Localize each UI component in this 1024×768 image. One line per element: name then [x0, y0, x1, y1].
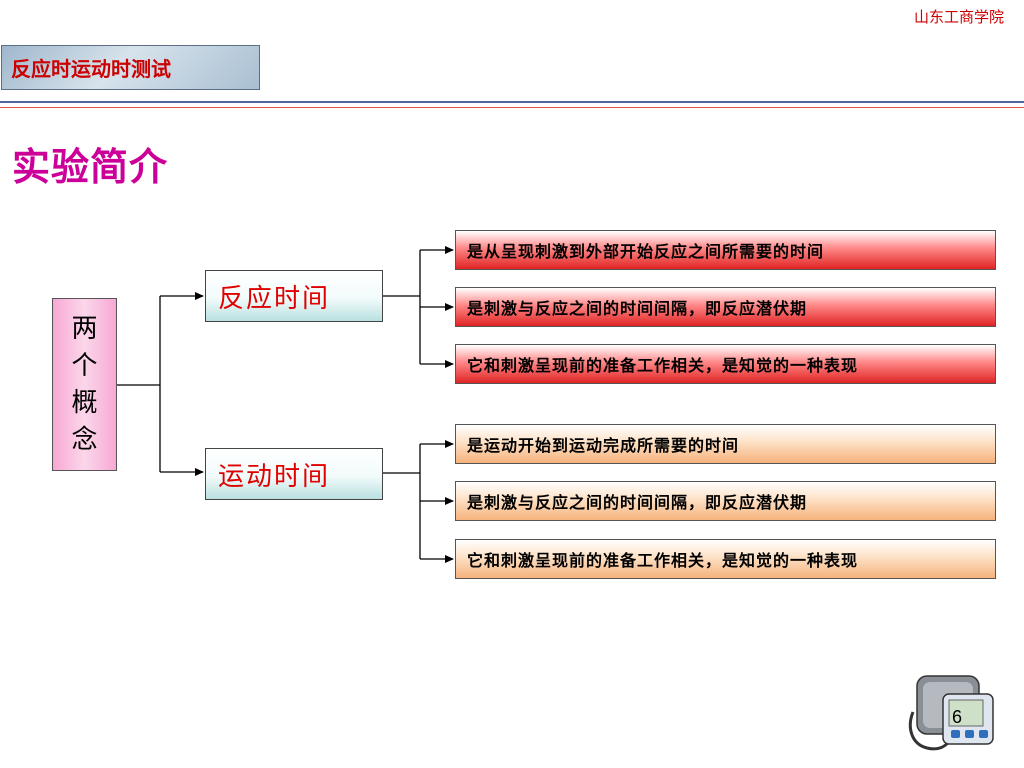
definition-text: 它和刺激呈现前的准备工作相关，是知觉的一种表现 [467, 356, 859, 375]
concept-char: 念 [71, 424, 98, 455]
term-label: 运动时间 [218, 461, 331, 492]
reaction-definition-1: 是从呈现刺激到外部开始反应之间所需要的时间 [455, 230, 996, 270]
school-name: 山东工商学院 [913, 8, 1004, 26]
concept-box: 两 个 概 念 [52, 298, 117, 471]
slide-title: 反应时运动时测试 [11, 57, 171, 81]
definition-text: 是从呈现刺激到外部开始反应之间所需要的时间 [467, 242, 825, 261]
movement-definition-3: 它和刺激呈现前的准备工作相关，是知觉的一种表现 [455, 539, 996, 579]
concept-char: 概 [71, 387, 98, 418]
reaction-definition-2: 是刺激与反应之间的时间间隔，即反应潜伏期 [455, 287, 996, 327]
blood-pressure-monitor-icon [908, 675, 994, 751]
concept-char: 两 [71, 313, 98, 344]
movement-definition-1: 是运动开始到运动完成所需要的时间 [455, 424, 996, 464]
movement-definition-2: 是刺激与反应之间的时间间隔，即反应潜伏期 [455, 481, 996, 521]
reaction-definition-3: 它和刺激呈现前的准备工作相关，是知觉的一种表现 [455, 344, 996, 384]
definition-text: 是刺激与反应之间的时间间隔，即反应潜伏期 [467, 299, 808, 318]
term-reaction-time: 反应时间 [205, 270, 383, 322]
header-divider-red [0, 107, 1024, 108]
section-heading: 实验简介 [12, 145, 169, 189]
header-divider-blue [0, 101, 1024, 103]
slide-title-tab: 反应时运动时测试 [1, 45, 260, 90]
term-movement-time: 运动时间 [205, 448, 383, 500]
definition-text: 是运动开始到运动完成所需要的时间 [467, 436, 740, 455]
term-label: 反应时间 [218, 283, 331, 314]
concept-char: 个 [71, 350, 98, 381]
page-number: 6 [952, 707, 963, 727]
definition-text: 是刺激与反应之间的时间间隔，即反应潜伏期 [467, 493, 808, 512]
definition-text: 它和刺激呈现前的准备工作相关，是知觉的一种表现 [467, 551, 859, 570]
